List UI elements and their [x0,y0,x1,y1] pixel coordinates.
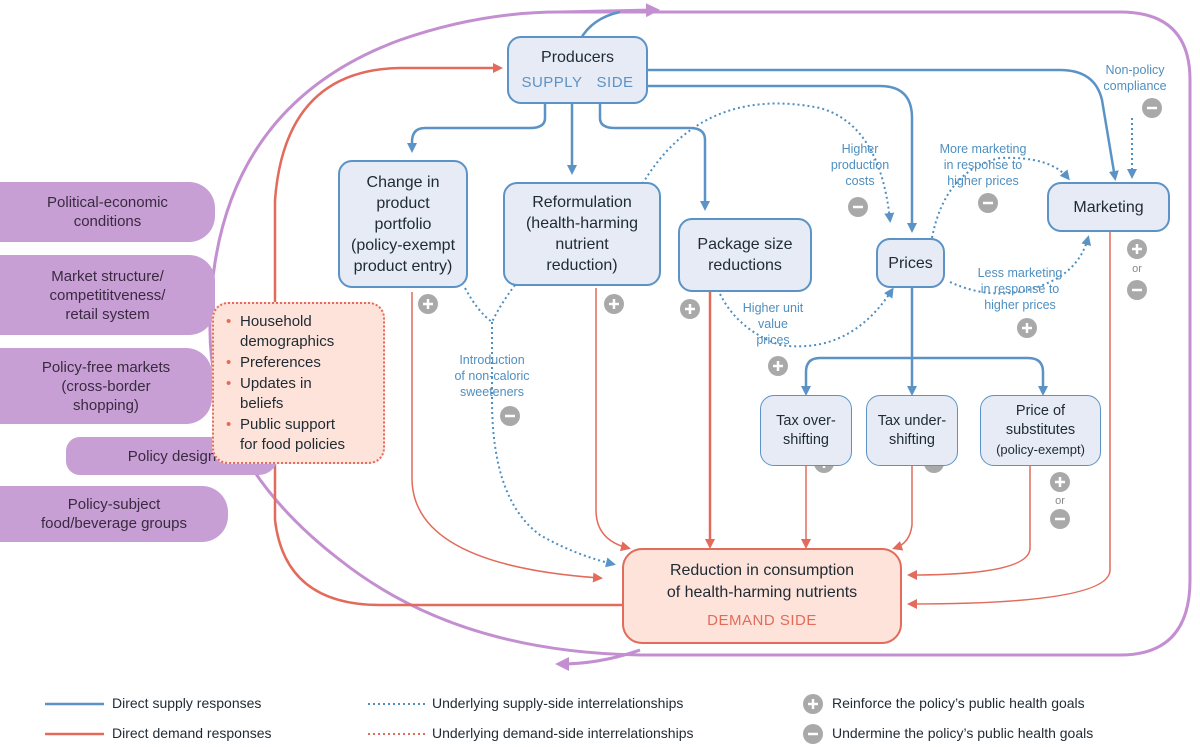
dotted-package-prices [719,287,894,348]
dotted-reformulation-sweeteners [491,284,516,323]
household-item: Public support for food policies [224,415,375,455]
household-item: Updates in beliefs [224,374,375,414]
context-tab-policy-subject: Policy-subject food/beverage groups [0,486,228,542]
package-box: Package size reductions [678,218,812,292]
legend-undermine: Undermine the policy’s public health goa… [832,725,1094,741]
legend-direct-demand: Direct demand responses [112,725,272,741]
prices-box: Prices [876,238,945,288]
cycle-arrow-bottom [555,648,641,671]
link-demand-producers [273,63,622,607]
plus-badge-substitutes [1050,472,1070,492]
context-tab-political: Political-economic conditions [0,182,215,242]
plus-badge-package [680,299,700,319]
label-higher-production-costs: Higher production costs [830,142,890,188]
label-or-marketing: or [1132,263,1142,275]
tax-under-box: Tax under- shifting [866,395,958,466]
tax-over-box: Tax over- shifting [760,395,852,466]
substitutes-note: (policy-exempt) [996,442,1085,457]
label-less-marketing: Less marketing in response to higher pri… [977,266,1063,312]
label-non-caloric-sweeteners: Introduction of non-caloric sweeteners [454,353,530,399]
context-tab-policy-free: Policy-free markets (cross-border shoppi… [0,348,212,424]
legend-reinforce: Reinforce the policy’s public health goa… [832,695,1085,711]
portfolio-box: Change in product portfolio (policy-exem… [338,160,468,288]
legend-underlying-demand: Underlying demand-side interrelationship… [432,725,694,741]
household-factors-box: Household demographics Preferences Updat… [212,302,385,464]
demand-side-label: DEMAND SIDE [707,612,817,629]
label-more-marketing: More marketing in response to higher pri… [939,142,1027,188]
side-label: SIDE [596,74,634,91]
minus-badge-more-marketing [978,193,998,213]
label-higher-unit-value: Higher unit value prices [742,301,804,347]
household-item: Household demographics [224,312,375,352]
reformulation-box: Reformulation (health-harming nutrient r… [503,182,661,286]
link-substitutes-demand [907,466,1031,580]
link-prices-taxover [801,356,912,396]
legend-underlying-supply: Underlying supply-side interrelationship… [432,695,684,711]
minus-badge-substitutes [1050,509,1070,529]
plus-badge-reformulation [604,294,624,314]
plus-badge-unit-value [768,356,788,376]
cycle-frame [208,10,1192,657]
label-non-policy-compliance: Non-policy compliance [1103,63,1167,93]
legend-minus-icon [803,724,823,744]
dotted-portfolio-sweeteners [464,287,493,323]
link-prices-substitutes [912,356,1048,396]
plus-badge-marketing [1127,239,1147,259]
legend-graphics [45,694,823,744]
plus-badge-portfolio [418,294,438,314]
link-producers-portfolio [407,102,547,153]
link-producers-package [598,102,710,211]
minus-badge-costs [848,197,868,217]
household-item: Preferences [224,353,375,373]
link-marketing-demand [907,232,1111,609]
link-reformulation-demand [595,288,631,552]
link-portfolio-demand [411,292,603,583]
minus-badge-sweeteners [500,406,520,426]
demand-box: Reduction in consumption of health-harmi… [622,548,902,644]
cycle-arrow-top [559,3,660,18]
legend-direct-supply: Direct supply responses [112,695,262,711]
supply-label: SUPPLY [521,74,583,91]
dotted-prices-more-marketing [931,156,1070,239]
label-or-substitutes: or [1055,495,1065,507]
demand-title: Reduction in consumption of health-harmi… [666,562,858,601]
substitutes-box: Price of substitutes (policy-exempt) [980,395,1101,466]
link-producers-marketing [648,68,1119,181]
legend-plus-icon [803,694,823,714]
marketing-box: Marketing [1047,182,1170,232]
link-producers-prices [648,84,917,233]
producers-box: Producers SUPPLY SIDE [507,36,648,104]
producers-title: Producers [541,49,614,66]
context-tab-market: Market structure/ competititveness/ reta… [0,255,215,335]
minus-badge-marketing [1127,280,1147,300]
dotted-reformulation-costs [639,102,895,223]
plus-badge-less-marketing [1017,318,1037,338]
link-taxunder-demand [892,466,913,551]
minus-badge-noncompliance [1142,98,1162,118]
substitutes-title: Price of substitutes [1005,403,1076,438]
